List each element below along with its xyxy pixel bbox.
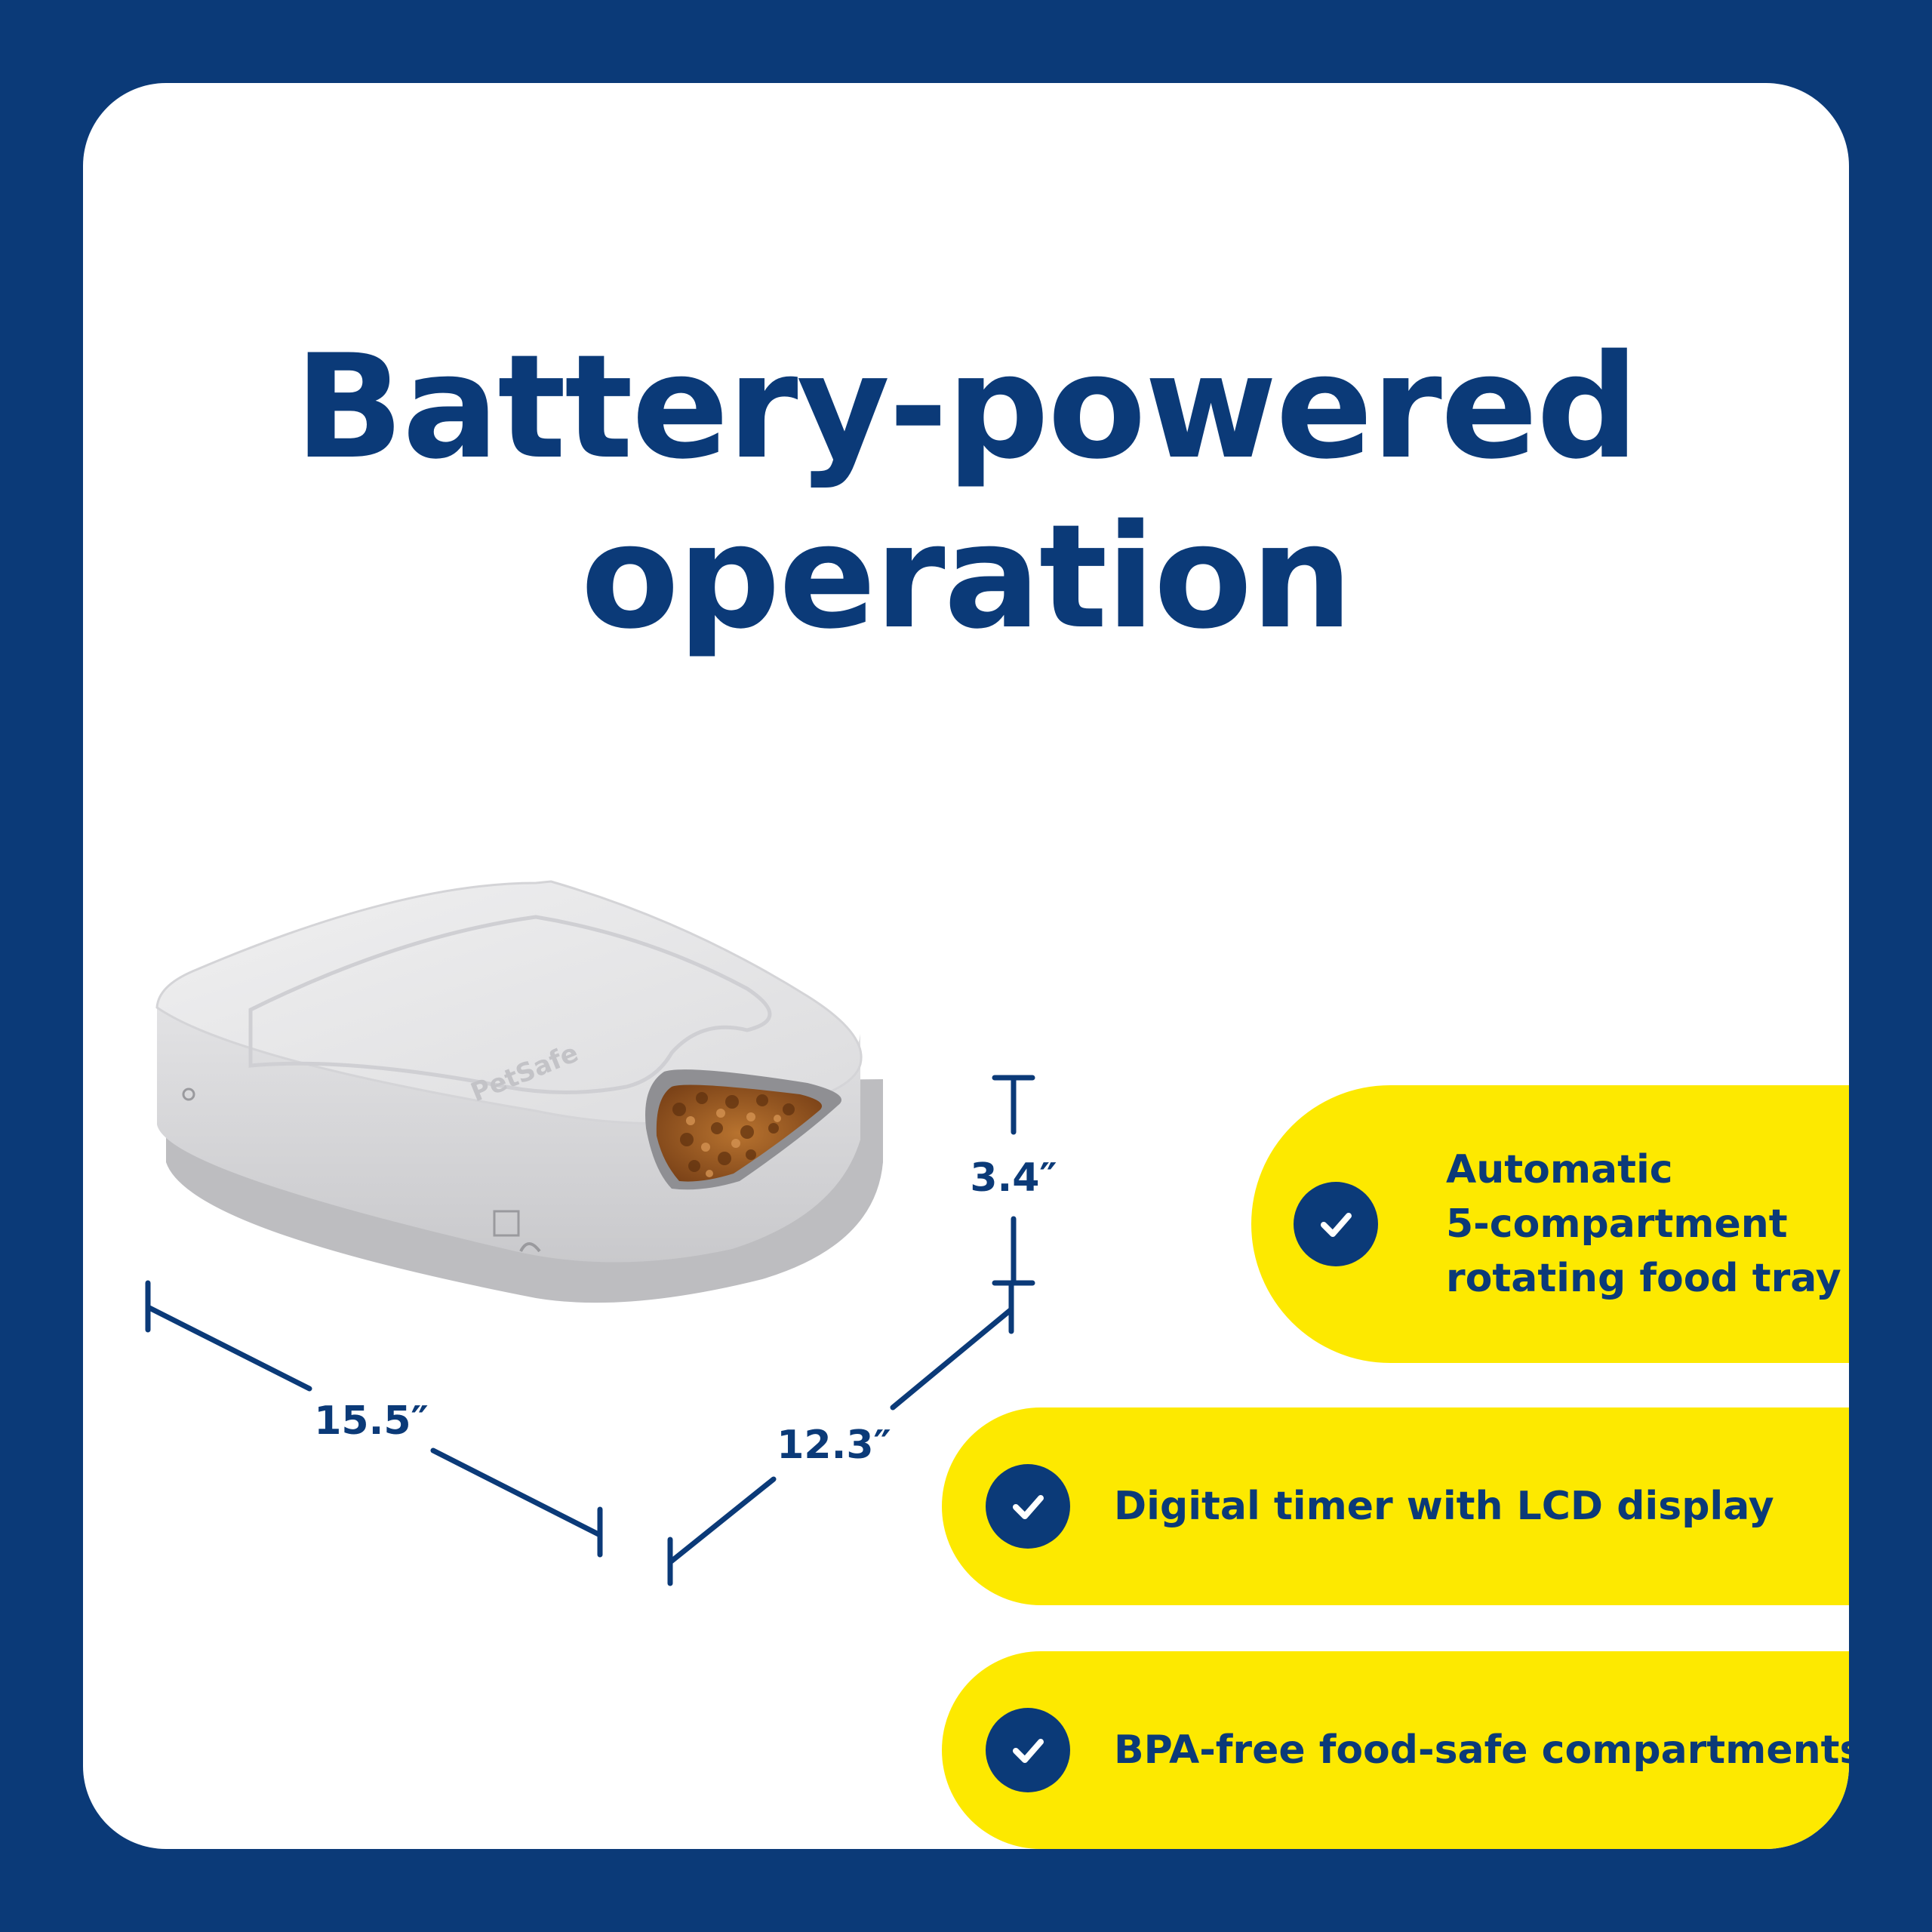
side-button — [182, 1088, 195, 1101]
feature-line: Digital timer with LCD display — [1114, 1484, 1774, 1529]
check-circle-icon — [1294, 1182, 1378, 1266]
feature-text: BPA-free food-safe compartments — [1114, 1723, 1849, 1777]
feeder-body: PetSafe — [155, 880, 883, 1303]
feature-line: rotating food tray — [1446, 1256, 1841, 1301]
headline: Battery-powered operation — [83, 322, 1849, 662]
headline-line-1: Battery-powered — [294, 324, 1638, 491]
feature-text: Digital timer with LCD display — [1114, 1479, 1774, 1534]
feature-line: Automatic — [1446, 1147, 1673, 1192]
latch-button — [493, 1210, 520, 1237]
feature-line: BPA-free food-safe compartments — [1114, 1727, 1849, 1773]
check-circle-icon — [986, 1708, 1070, 1792]
feature-line: 5-compartment — [1446, 1201, 1788, 1247]
feature-pill-bpa-free: BPA-free food-safe compartments — [942, 1651, 1849, 1849]
content-card: Battery-powered operation — [83, 83, 1849, 1849]
feature-pill-digital-timer: Digital timer with LCD display — [942, 1407, 1849, 1605]
check-circle-icon — [986, 1464, 1070, 1549]
width-dimension: 15.5″ — [314, 1398, 429, 1444]
dimension-lines — [145, 1075, 1035, 1586]
depth-dimension: 12.3″ — [777, 1423, 891, 1468]
headline-line-2: operation — [580, 494, 1352, 661]
feature-pill-rotating-tray: Automatic 5-compartment rotating food tr… — [1251, 1085, 1849, 1363]
food-compartment — [645, 1069, 841, 1190]
height-dimension: 3.4″ — [970, 1155, 1057, 1201]
product-illustration: PetSafe — [145, 880, 1057, 1586]
feature-text: Automatic 5-compartment rotating food tr… — [1446, 1143, 1841, 1306]
